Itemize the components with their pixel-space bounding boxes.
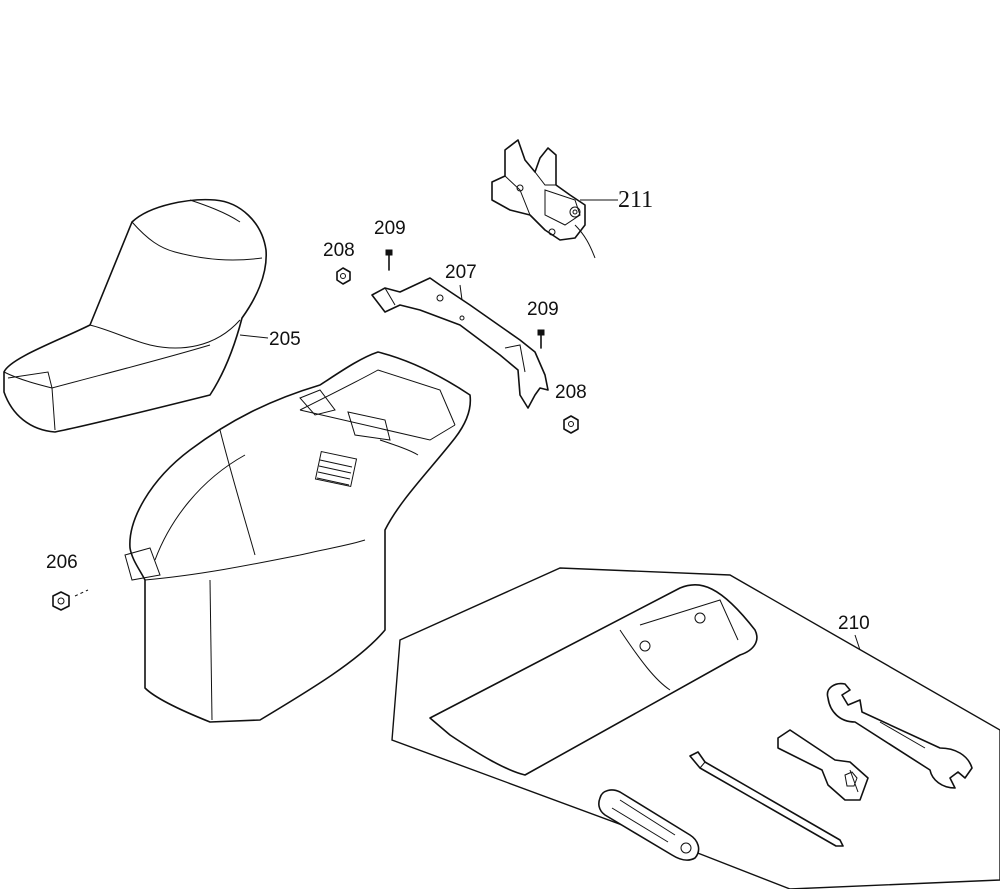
leader-210 xyxy=(854,634,861,651)
helmet-box-part xyxy=(124,351,472,723)
label-209-a: 209 xyxy=(374,218,406,239)
seat-lock-211 xyxy=(491,139,596,259)
label-211: 211 xyxy=(618,187,654,213)
leader-207 xyxy=(459,284,463,301)
label-205: 205 xyxy=(269,329,301,350)
label-208-a: 208 xyxy=(323,240,355,261)
leader-205 xyxy=(239,334,269,339)
nut-208-a xyxy=(336,267,351,285)
bolt-209-b xyxy=(537,329,545,349)
label-208-b: 208 xyxy=(555,382,587,403)
nut-206 xyxy=(52,589,89,611)
label-207: 207 xyxy=(445,262,477,283)
label-210: 210 xyxy=(838,613,870,634)
bolt-209-a xyxy=(385,249,393,271)
bracket-207 xyxy=(371,277,549,409)
label-206: 206 xyxy=(46,552,78,573)
tool-kit-210 xyxy=(391,567,1000,890)
label-209-b: 209 xyxy=(527,299,559,320)
seat-part xyxy=(3,198,267,433)
nut-208-b xyxy=(563,415,579,434)
